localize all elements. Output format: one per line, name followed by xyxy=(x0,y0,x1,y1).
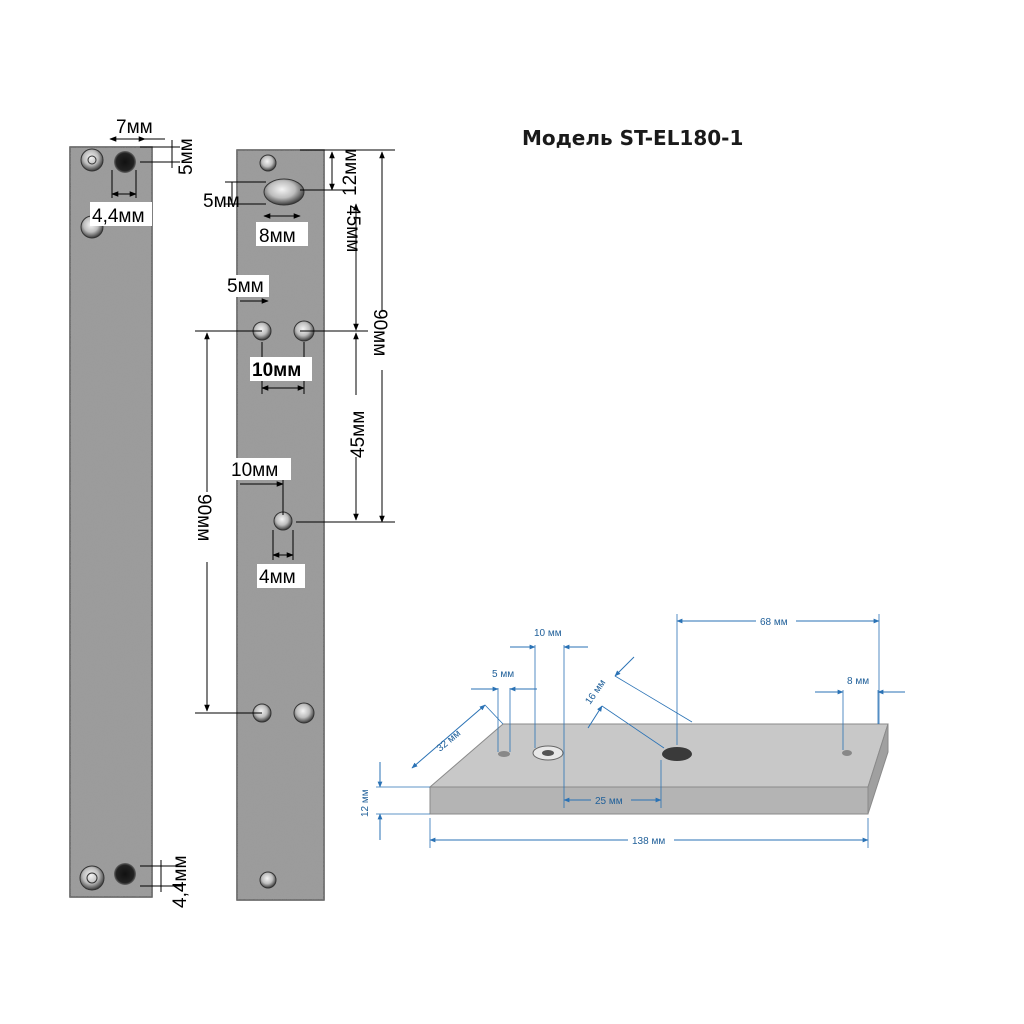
screw-head-icon xyxy=(79,865,105,891)
label-bg xyxy=(628,833,674,847)
screw-head-icon xyxy=(259,871,277,889)
plate-dim-68mm: 68 мм xyxy=(760,617,788,628)
plate-side-face xyxy=(867,723,889,815)
screw-head-icon xyxy=(259,154,277,172)
label-bg xyxy=(756,614,796,628)
slot-hole xyxy=(263,178,305,206)
label-bg xyxy=(257,564,305,588)
label-bg xyxy=(591,793,631,807)
model-title: Модель ST-EL180-1 xyxy=(522,126,743,150)
plate-dim-5mm: 5 мм xyxy=(492,669,514,680)
dim-label-10mm-single: 10мм xyxy=(231,460,278,481)
mounting-hole xyxy=(114,151,136,173)
plate-hole-right xyxy=(842,750,852,756)
plate-dim-25mm: 25 мм xyxy=(595,796,623,807)
dim-label-45mm-lower: 45мм xyxy=(348,411,369,458)
plate-hole-small xyxy=(498,751,510,757)
mounting-hole xyxy=(114,863,136,885)
dim-label-5mm-slot: 5мм xyxy=(203,191,240,212)
screw-center-icon xyxy=(87,155,97,165)
dim-ext xyxy=(484,704,504,725)
mounting-hole xyxy=(293,702,315,724)
label-bg xyxy=(344,395,368,457)
plate-dim-12mm: 12 мм xyxy=(360,789,371,817)
dim-label-45mm-upper: 45мм xyxy=(342,205,363,252)
label-bg xyxy=(225,275,269,297)
dim-line xyxy=(587,705,603,729)
label-bg xyxy=(194,492,220,562)
dim-label-8mm: 8мм xyxy=(259,226,296,247)
left-strip: 7мм 5мм 4,4мм 4,4мм xyxy=(69,117,197,908)
dim-line xyxy=(614,656,635,677)
dim-label-5mm: 5мм xyxy=(176,138,197,175)
dim-line xyxy=(411,704,486,769)
dim-label-4mm: 4мм xyxy=(259,567,296,588)
plate-hole-ring-center xyxy=(542,750,554,756)
plate-top-face xyxy=(428,723,889,788)
label-bg xyxy=(250,357,312,381)
screw-head-icon xyxy=(80,148,104,172)
dim-ext xyxy=(614,675,693,723)
plate-dim-32mm: 32 мм xyxy=(435,728,463,754)
plate-dim-138mm: 138 мм xyxy=(632,836,665,847)
dim-label-12mm: 12мм xyxy=(340,149,361,196)
dim-label-4-4mm-top: 4,4мм xyxy=(92,206,145,227)
plate-3d: 5 мм 10 мм 32 мм 16 мм 68 мм 8 мм 12 xyxy=(360,614,905,848)
left-strip-texture xyxy=(70,147,152,897)
plate-dim-16mm: 16 мм xyxy=(583,678,608,707)
dim-label-90mm-right: 90мм xyxy=(369,309,390,356)
label-bg xyxy=(229,458,291,480)
plate-hole-large xyxy=(662,747,692,761)
label-bg xyxy=(372,310,396,370)
label-bg xyxy=(90,202,152,226)
dim-ext xyxy=(601,705,665,749)
dim-label-4-4mm-bottom: 4,4мм xyxy=(170,855,191,908)
plate-dim-10mm: 10 мм xyxy=(534,628,562,639)
middle-strip: 12мм 5мм 8мм 45мм 90мм 5мм 10мм 45мм xyxy=(193,149,396,901)
screw-center-icon xyxy=(86,872,98,884)
dim-label-10mm-pair: 10мм xyxy=(252,360,301,381)
label-bg xyxy=(256,222,308,246)
plate-dim-8mm: 8 мм xyxy=(847,676,869,687)
dim-label-5mm-pair: 5мм xyxy=(227,276,264,297)
dim-label-90mm-left: 90мм xyxy=(193,494,214,541)
dim-label-7mm: 7мм xyxy=(116,117,153,138)
